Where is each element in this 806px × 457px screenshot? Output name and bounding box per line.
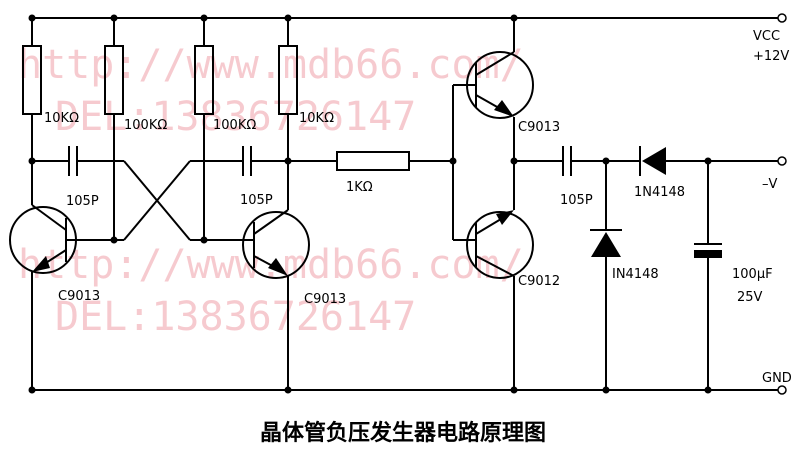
cross-coupling-wires [113, 160, 205, 241]
label-vcc: VCC [753, 29, 780, 44]
label-negative-v: –V [762, 177, 778, 192]
junction-dots [28, 14, 712, 394]
label-r1: 10KΩ [44, 111, 79, 126]
label-c1: 105P [66, 194, 99, 209]
transistor-q1 [9, 161, 114, 390]
gnd-rail [32, 385, 787, 395]
diagram-title: 晶体管负压发生器电路原理图 [260, 420, 546, 446]
push-pull-base-bus [452, 84, 476, 241]
resistor-r2 [104, 18, 124, 161]
label-r4: 10KΩ [299, 111, 334, 126]
label-q2: C9013 [304, 292, 346, 307]
resistor-r4 [278, 18, 298, 161]
resistor-r3 [194, 18, 214, 161]
diode-d1 [636, 146, 708, 176]
capacitor-c1 [32, 146, 124, 176]
transistor-q4 [466, 161, 534, 390]
diode-d2 [590, 161, 622, 390]
watermark-line-4: DEL:13836726147 [55, 294, 416, 340]
resistor-r1 [22, 18, 42, 161]
label-c4-value: 100μF [732, 267, 773, 282]
resistor-r5 [288, 151, 453, 171]
label-gnd: GND [762, 371, 792, 386]
transistor-q3 [466, 18, 534, 161]
label-c4-voltage: 25V [737, 290, 763, 305]
label-r5: 1KΩ [346, 180, 373, 195]
label-c3: 105P [560, 193, 593, 208]
label-r2: 100KΩ [124, 118, 167, 133]
label-r3: 100KΩ [213, 118, 256, 133]
capacitor-c4 [694, 161, 722, 390]
transistor-q2 [204, 161, 310, 390]
label-c2: 105P [240, 193, 273, 208]
label-vcc-value: +12V [753, 49, 789, 64]
label-q4: C9012 [518, 274, 560, 289]
capacitor-c3 [514, 146, 636, 176]
label-q3: C9013 [518, 120, 560, 135]
label-d2: IN4148 [612, 267, 659, 282]
watermark-line-1: http://www.mdb66.com/ [18, 42, 524, 88]
label-q1: C9013 [58, 289, 100, 304]
label-d1: 1N4148 [634, 185, 685, 200]
vcc-rail [32, 13, 787, 23]
capacitor-c2 [190, 146, 288, 176]
watermark-line-2: DEL:13836726147 [55, 94, 416, 140]
